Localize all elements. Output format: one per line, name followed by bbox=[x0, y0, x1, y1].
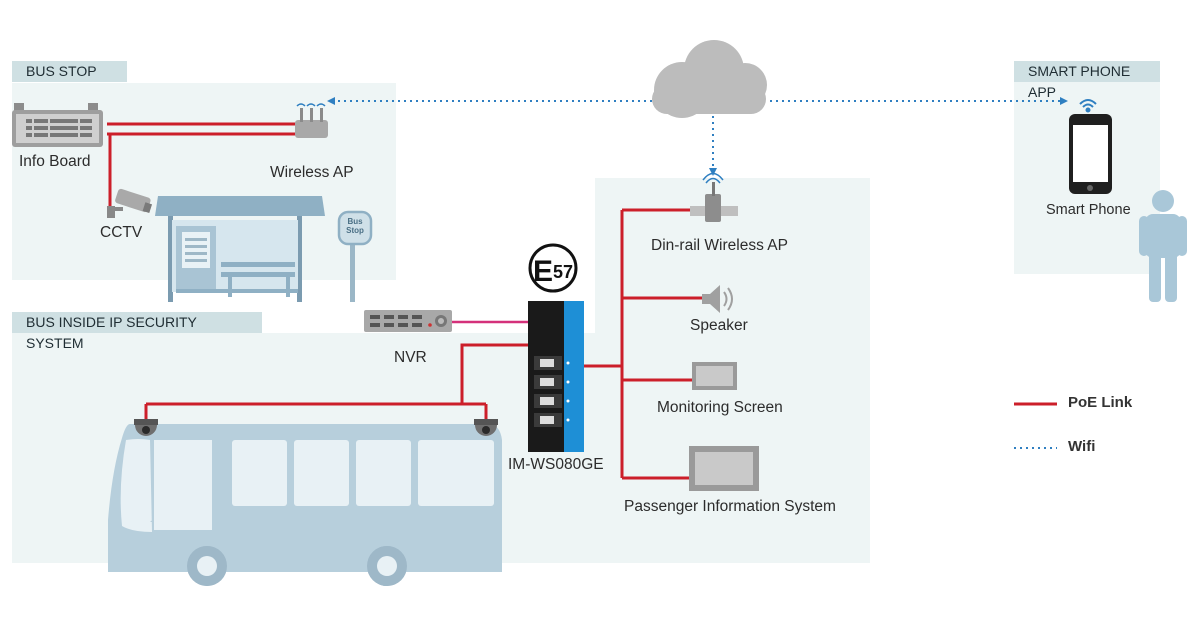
legend-poe-label: PoE Link bbox=[1068, 394, 1133, 411]
nvr-icon bbox=[364, 310, 452, 332]
smart-phone-icon bbox=[1069, 114, 1112, 194]
cctv-icon bbox=[107, 188, 153, 218]
bus-inside-tag: BUS INSIDE IP SECURITY SYSTEM bbox=[12, 312, 262, 351]
din-rail-ap-icon bbox=[690, 172, 738, 222]
bus-front-hub bbox=[197, 556, 217, 576]
info-board-label: Info Board bbox=[19, 153, 91, 170]
e-mark-number: 57 bbox=[553, 262, 573, 282]
e-mark-badge bbox=[528, 243, 578, 293]
wifi-arrow-left bbox=[327, 97, 335, 105]
bus-stop-sign-icon bbox=[337, 210, 373, 302]
monitoring-screen-label: Monitoring Screen bbox=[657, 399, 783, 416]
wifi-links bbox=[334, 100, 1062, 170]
cloud-icon bbox=[652, 40, 767, 118]
speaker-icon bbox=[702, 285, 733, 313]
wireless-ap-icon bbox=[295, 103, 328, 138]
poe-switch-to-cameras bbox=[460, 343, 528, 404]
phone-wifi-icon bbox=[1079, 99, 1097, 113]
bus-shelter-icon bbox=[155, 196, 325, 302]
person-icon bbox=[1139, 190, 1187, 302]
speaker-label: Speaker bbox=[690, 317, 748, 334]
info-board-icon bbox=[12, 103, 103, 147]
dome-camera-left-icon bbox=[134, 419, 158, 436]
switch-icon bbox=[528, 301, 584, 452]
cctv-label: CCTV bbox=[100, 224, 143, 241]
bus-rear-hub bbox=[377, 556, 397, 576]
smart-phone-label: Smart Phone bbox=[1046, 202, 1131, 218]
wifi-arrow-right bbox=[1060, 97, 1068, 105]
wifi-arrow-down bbox=[709, 168, 717, 176]
smart-phone-app-tag: SMART PHONE APP bbox=[1014, 61, 1160, 100]
din-rail-ap-label: Din-rail Wireless AP bbox=[651, 237, 788, 254]
poe-links bbox=[107, 122, 702, 480]
monitoring-screen-icon bbox=[692, 362, 737, 390]
dome-camera-right-icon bbox=[474, 419, 498, 436]
bus-stop-sign-text: Bus Stop bbox=[346, 217, 364, 235]
legend-wifi-label: Wifi bbox=[1068, 438, 1096, 455]
e-mark-letter: E bbox=[533, 255, 553, 288]
wireless-ap-label: Wireless AP bbox=[270, 164, 354, 181]
switch-model-label: IM-WS080GE bbox=[508, 456, 604, 473]
pis-icon bbox=[689, 446, 759, 491]
bus-icon bbox=[108, 424, 502, 586]
nvr-label: NVR bbox=[394, 349, 427, 366]
pis-label: Passenger Information System bbox=[624, 498, 836, 515]
bus-stop-tag: BUS STOP bbox=[12, 61, 127, 82]
